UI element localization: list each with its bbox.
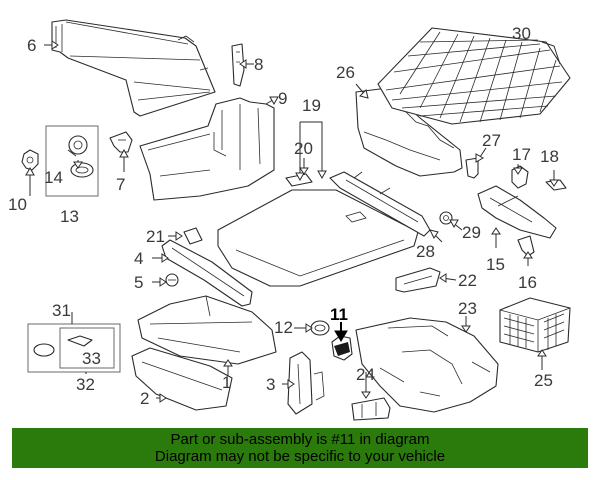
callout-30: 30 (512, 24, 531, 43)
callout-27: 27 (482, 131, 501, 150)
callout-12: 12 (274, 318, 293, 337)
callout-18: 18 (540, 147, 559, 166)
part-6-rear-shelf (51, 19, 216, 117)
part-5-fastener (165, 273, 179, 287)
callout-32: 32 (76, 375, 95, 394)
part-22-cover (395, 267, 441, 293)
callout-25: 25 (534, 371, 553, 390)
callout-labels: 6 8 9 19 20 26 30 27 17 18 7 14 10 13 21… (8, 24, 559, 408)
part-11-leader-arrow (334, 322, 348, 342)
callout-9: 9 (278, 89, 287, 108)
disclaimer-line-2: Diagram may not be specific to your vehi… (154, 448, 446, 465)
part-7-clip (109, 131, 133, 153)
parts-diagram: 6 8 9 19 20 26 30 27 17 18 7 14 10 13 21… (8, 19, 571, 421)
callout-29: 29 (462, 223, 481, 242)
part-9-left-quarter-trim (139, 97, 275, 201)
part-21-clip (183, 227, 203, 245)
part-4-left-rail (161, 239, 253, 307)
disclaimer-line-1: Part or sub-assembly is #11 in diagram (170, 431, 430, 448)
part-23-tire-well (355, 317, 499, 413)
callout-13: 13 (60, 207, 79, 226)
callout-4: 4 (134, 249, 143, 268)
callout-5: 5 (134, 273, 143, 292)
callout-28: 28 (416, 242, 435, 261)
callout-8: 8 (254, 55, 263, 74)
callout-31: 31 (52, 301, 71, 320)
group-13-box (45, 125, 99, 197)
part-19-floor-mat (217, 189, 419, 287)
callout-19: 19 (302, 96, 321, 115)
part-2-floor-cover (131, 347, 233, 411)
callout-26: 26 (336, 63, 355, 82)
group-31-box (27, 323, 121, 373)
callout-7: 7 (116, 175, 125, 194)
callout-33: 33 (82, 349, 101, 368)
part-29-plug (439, 211, 453, 225)
part-24-box (351, 397, 391, 421)
disclaimer-banner: Part or sub-assembly is #11 in diagram D… (12, 428, 588, 468)
callout-6: 6 (27, 36, 36, 55)
part-12-seal (310, 320, 330, 336)
part-1-floor-section (137, 295, 277, 365)
part-3-support (287, 351, 325, 415)
arrowheads (25, 40, 559, 403)
callout-2: 2 (140, 389, 149, 408)
callout-20: 20 (294, 139, 313, 158)
callout-24: 24 (356, 365, 375, 384)
part-16-hook (517, 235, 535, 257)
callout-21: 21 (146, 227, 165, 246)
callout-1: 1 (222, 373, 231, 392)
part-10-clip (21, 149, 39, 171)
callout-16: 16 (518, 273, 537, 292)
callout-14: 14 (44, 168, 63, 187)
part-25-basket (499, 297, 571, 353)
callout-3: 3 (266, 375, 275, 394)
part-30-cargo-net (377, 27, 571, 125)
callout-10: 10 (8, 195, 27, 214)
callout-11-highlighted: 11 (330, 305, 348, 324)
callout-22: 22 (458, 271, 477, 290)
part-15-right-bracket (477, 185, 557, 239)
part-8-bracket (231, 43, 245, 87)
callout-15: 15 (486, 255, 505, 274)
callout-23: 23 (458, 299, 477, 318)
callout-17: 17 (512, 145, 531, 164)
